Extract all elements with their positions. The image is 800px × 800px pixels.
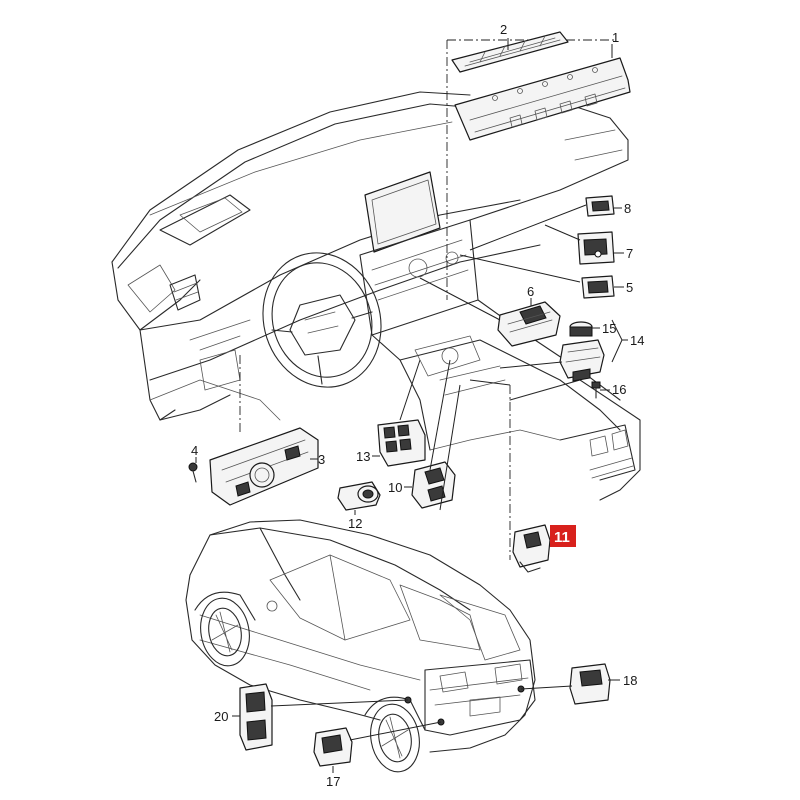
callout-1: 1 <box>612 30 619 45</box>
part-4-screw <box>188 462 198 483</box>
callout-3: 3 <box>318 452 325 467</box>
callout-5: 5 <box>626 280 633 295</box>
callout-16: 16 <box>612 382 626 397</box>
part-5-switch <box>581 275 615 299</box>
part-1-control-panel <box>454 57 631 141</box>
leader-lines <box>195 38 628 773</box>
part-10-switch <box>411 461 456 509</box>
part-17-switch <box>313 727 353 767</box>
part-8-switch <box>585 195 615 217</box>
dashboard-illustration <box>111 91 641 501</box>
group-lines <box>239 39 616 560</box>
callout-4: 4 <box>191 443 198 458</box>
part-3-light-switch <box>209 427 319 506</box>
part-6-switch-module <box>497 301 561 347</box>
callout-labels: 1 2 3 4 5 6 7 8 10 11 12 13 14 15 16 17 … <box>191 22 644 789</box>
callout-7: 7 <box>626 246 633 261</box>
callout-15: 15 <box>602 321 616 336</box>
part-18-switch <box>569 663 611 705</box>
callout-2: 2 <box>500 22 507 37</box>
callout-11-highlight <box>550 525 576 547</box>
callout-20: 20 <box>214 709 228 724</box>
part-13-switch-block <box>377 419 426 467</box>
part-7-switch <box>577 231 615 265</box>
part-20-switch-panel <box>239 683 273 751</box>
callout-10: 10 <box>388 480 402 495</box>
part-12-switch <box>337 481 381 511</box>
callout-12: 12 <box>348 516 362 531</box>
callout-8: 8 <box>624 201 631 216</box>
part-2-trim-strip <box>451 31 569 73</box>
callout-6: 6 <box>527 284 534 299</box>
part-16-screw <box>591 381 601 399</box>
part-11-switch <box>512 524 551 573</box>
callout-11: 11 <box>554 529 570 546</box>
callout-14: 14 <box>630 333 644 348</box>
callout-18: 18 <box>623 673 637 688</box>
part-14-switch-assembly <box>559 321 605 382</box>
car-illustration <box>185 519 536 773</box>
callout-13: 13 <box>356 449 370 464</box>
callout-17: 17 <box>326 774 340 789</box>
